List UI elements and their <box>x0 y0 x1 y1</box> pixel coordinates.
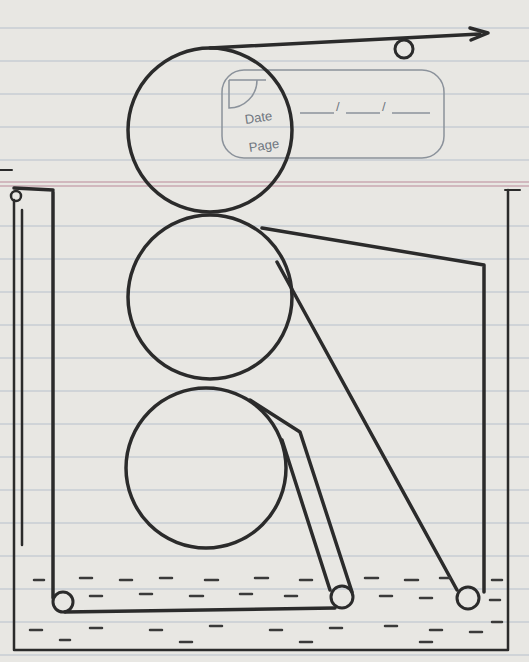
felt-belt <box>282 440 330 590</box>
tank-wall <box>21 210 24 545</box>
guide-roller <box>53 592 73 612</box>
tank-wall <box>14 190 508 650</box>
date-stamp <box>222 70 444 158</box>
middle-roller <box>128 215 292 379</box>
guide-roller <box>457 587 479 609</box>
felt-belt <box>250 400 352 592</box>
stamp-label: Page <box>248 137 280 155</box>
margin-line <box>0 182 529 186</box>
wire <box>51 192 55 598</box>
guide-roller <box>331 586 353 608</box>
stamp-label: Date <box>244 109 273 127</box>
guide-roller <box>11 191 21 201</box>
ruled-lines <box>0 28 529 655</box>
liquid <box>30 578 502 642</box>
tank-rim <box>14 188 53 190</box>
date-separator: / <box>382 100 386 114</box>
felt-belt <box>277 262 457 590</box>
wire <box>65 608 335 612</box>
pen-drawing <box>0 28 520 650</box>
output-sheet <box>210 34 480 48</box>
felt-belt <box>262 228 484 592</box>
date-separator: / <box>336 100 340 114</box>
top-roller <box>128 48 292 212</box>
arrow-head <box>470 28 488 40</box>
guide-roller <box>395 40 413 58</box>
tick <box>0 169 12 171</box>
tank-rim <box>505 189 520 191</box>
bottom-roller <box>126 388 286 548</box>
